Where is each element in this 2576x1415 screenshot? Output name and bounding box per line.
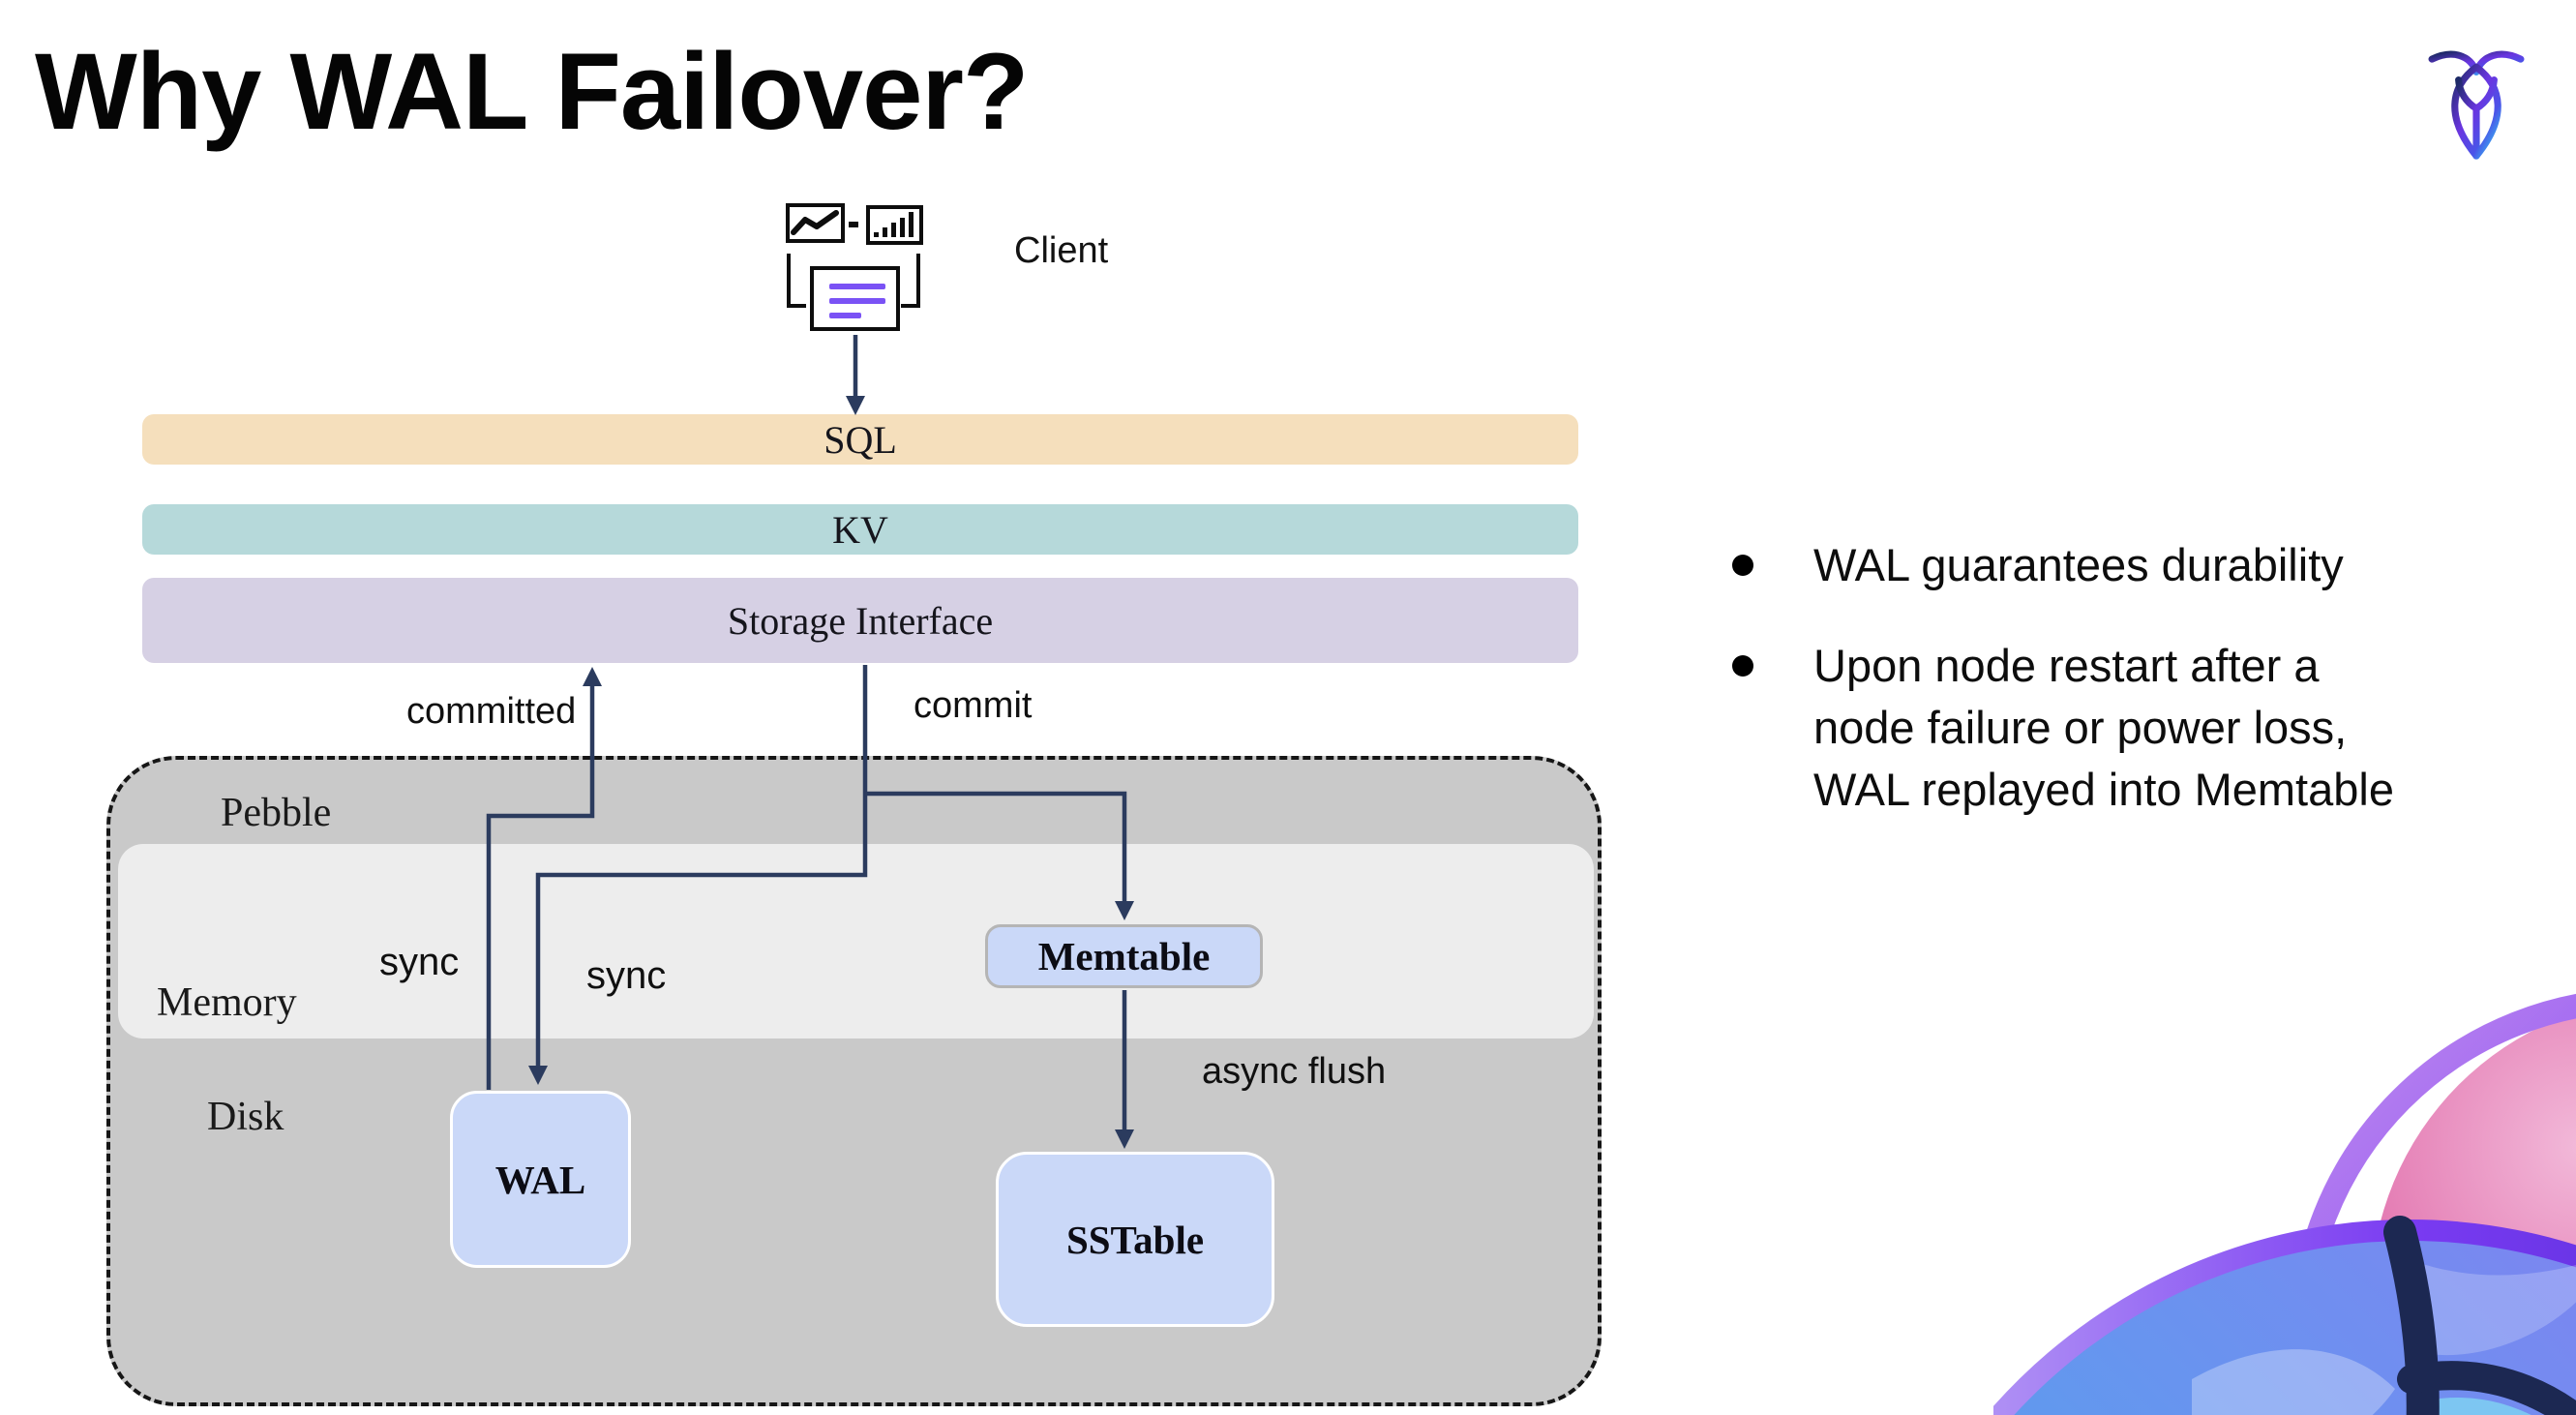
pebble-label: Pebble — [221, 791, 332, 835]
layer-storage-interface: Storage Interface — [142, 578, 1578, 663]
page-title: Why WAL Failover? — [35, 31, 1029, 152]
node-wal: WAL — [450, 1091, 631, 1268]
bullet-dot-icon — [1732, 655, 1753, 677]
connector-dash-icon — [849, 222, 858, 227]
sql-statement-icon — [810, 266, 900, 331]
client-label: Client — [1014, 230, 1109, 271]
bullet-list: WAL guarantees durability Upon node rest… — [1732, 534, 2545, 821]
sync-up-label: sync — [379, 941, 460, 983]
node-wal-label: WAL — [494, 1157, 586, 1202]
bullet-text: Upon node restart after a node failure o… — [1813, 640, 2394, 815]
memory-label: Memory — [157, 980, 297, 1025]
layer-storage-label: Storage Interface — [727, 598, 994, 643]
memory-region — [118, 844, 1594, 1039]
committed-label: committed — [406, 691, 577, 732]
statement-line — [829, 298, 885, 304]
bullet-dot-icon — [1732, 555, 1753, 576]
commit-label: commit — [914, 685, 1033, 726]
statement-line — [829, 284, 885, 289]
async-flush-label: async flush — [1202, 1051, 1387, 1092]
sync-down-label: sync — [586, 954, 667, 997]
node-sstable: SSTable — [996, 1152, 1274, 1327]
arrowhead-down-icon — [846, 396, 865, 415]
bullet-text: WAL guarantees durability — [1813, 539, 2344, 590]
brand-decoration-graphic — [1993, 993, 2576, 1415]
cockroachdb-logo-icon — [2428, 50, 2525, 160]
node-memtable-label: Memtable — [1037, 934, 1211, 978]
layer-kv-label: KV — [832, 507, 888, 552]
bar-chart-icon — [866, 205, 923, 245]
layer-sql: SQL — [142, 414, 1578, 465]
node-memtable: Memtable — [985, 924, 1263, 988]
bracket-left-icon — [787, 254, 806, 308]
list-item: Upon node restart after a node failure o… — [1732, 635, 2545, 821]
node-sstable-label: SSTable — [1065, 1217, 1205, 1262]
disk-label: Disk — [207, 1095, 285, 1139]
layer-kv: KV — [142, 504, 1578, 555]
bracket-right-icon — [901, 254, 920, 308]
list-item: WAL guarantees durability — [1732, 534, 2545, 596]
arrowhead-up-icon — [583, 667, 602, 686]
layer-sql-label: SQL — [824, 417, 897, 462]
line-chart-icon — [786, 203, 845, 243]
statement-line — [829, 313, 861, 318]
